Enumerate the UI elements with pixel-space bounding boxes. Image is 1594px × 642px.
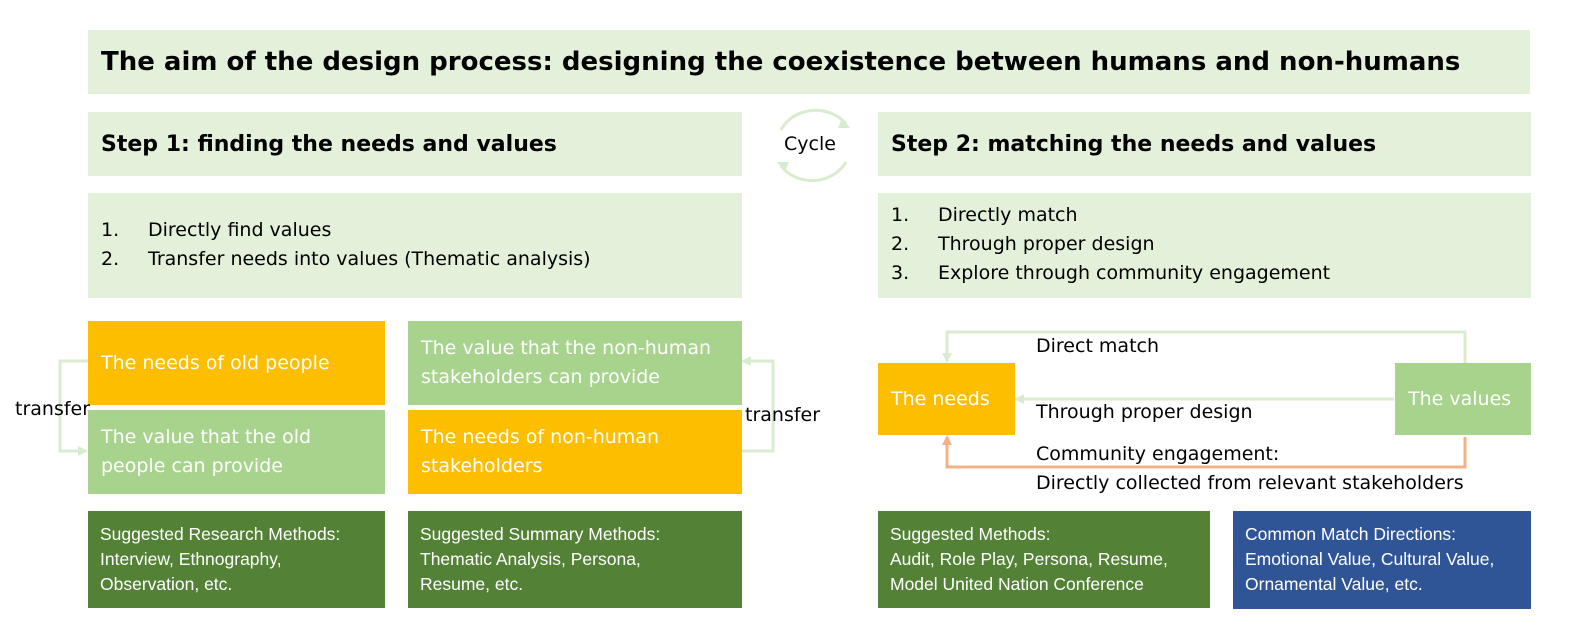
step1-list-item: 1.Directly find values bbox=[101, 219, 332, 241]
value-of-non-human-box: The value that the non-human stakeholder… bbox=[408, 321, 742, 405]
needs-of-old-people-box: The needs of old people bbox=[88, 321, 385, 405]
step2-list-item: 2.Through proper design bbox=[891, 233, 1155, 255]
cycle-arrow-bottom bbox=[779, 161, 848, 182]
step2-list-item: 3.Explore through community engagement bbox=[891, 262, 1331, 284]
step1-list-item: 2.Transfer needs into values (Thematic a… bbox=[101, 248, 591, 270]
research-methods-box: Suggested Research Methods: Interview, E… bbox=[88, 511, 385, 608]
match-directions-box: Common Match Directions: Emotional Value… bbox=[1233, 511, 1531, 609]
transfer-label-right: transfer bbox=[745, 404, 821, 426]
summary-methods-box: Suggested Summary Methods: Thematic Anal… bbox=[408, 511, 742, 608]
direct-match-connector bbox=[942, 330, 1467, 363]
step1-list: 1.Directly find values 2.Transfer needs … bbox=[88, 193, 742, 298]
cycle-arrow-top bbox=[779, 108, 848, 131]
transfer-label-left: transfer bbox=[15, 398, 91, 420]
value-of-old-people-box: The value that the old people can provid… bbox=[88, 410, 385, 494]
community-detail-label: Directly collected from relevant stakeho… bbox=[1036, 472, 1464, 494]
community-engagement-label: Community engagement: bbox=[1036, 443, 1280, 465]
main-title: The aim of the design process: designing… bbox=[88, 30, 1530, 94]
step1-title: Step 1: finding the needs and values bbox=[88, 112, 742, 176]
left-transfer-connector bbox=[58, 359, 88, 456]
suggested-methods-box: Suggested Methods: Audit, Role Play, Per… bbox=[878, 511, 1210, 608]
the-values-box: The values bbox=[1395, 363, 1531, 435]
step2-title: Step 2: matching the needs and values bbox=[878, 112, 1531, 176]
cycle-label: Cycle bbox=[784, 133, 836, 155]
right-transfer-connector bbox=[741, 356, 775, 453]
proper-design-label: Through proper design bbox=[1036, 401, 1253, 423]
the-needs-box: The needs bbox=[878, 363, 1015, 435]
step2-list: 1.Directly match 2.Through proper design… bbox=[878, 193, 1531, 298]
community-engagement-connector bbox=[942, 435, 1467, 469]
step2-list-item: 1.Directly match bbox=[891, 204, 1078, 226]
needs-of-non-human-box: The needs of non-human stakeholders bbox=[408, 410, 742, 494]
direct-match-label: Direct match bbox=[1036, 335, 1160, 357]
